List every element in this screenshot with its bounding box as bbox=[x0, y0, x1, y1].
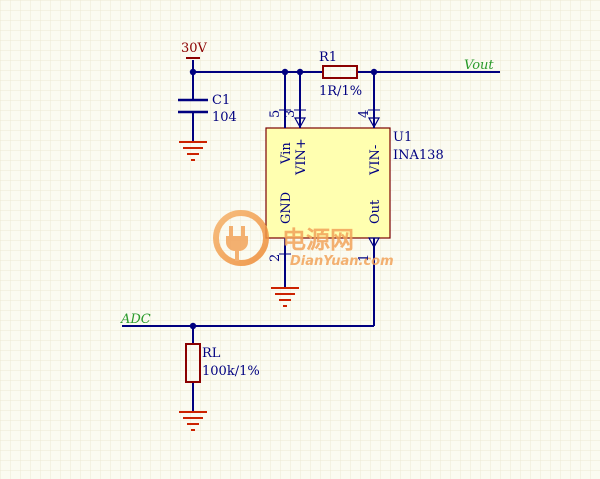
c1-value: 104 bbox=[212, 110, 237, 125]
r1-ref: R1 bbox=[319, 50, 337, 65]
junction-pin3 bbox=[296, 68, 304, 76]
pin2-number: 2 bbox=[268, 254, 283, 262]
pin3-arrow bbox=[293, 117, 307, 129]
junctions bbox=[189, 68, 378, 330]
watermark-plug-glyph bbox=[226, 226, 248, 261]
pin-ticks bbox=[279, 109, 380, 255]
pin1-number: 1 bbox=[357, 254, 372, 262]
resistor-r1-symbol bbox=[322, 65, 358, 79]
r1-value: 1R/1% bbox=[319, 84, 362, 99]
pin2-name: GND bbox=[279, 192, 294, 224]
adc-net-label: ADC bbox=[120, 312, 151, 327]
pin5-name: Vin bbox=[279, 142, 294, 165]
ic-part: INA138 bbox=[393, 148, 444, 163]
pin4-number: 4 bbox=[357, 110, 372, 118]
resistor-rl-symbol bbox=[185, 343, 201, 383]
watermark-en: DianYuan.com bbox=[290, 254, 394, 269]
capacitor-symbol bbox=[178, 98, 208, 114]
supply-label: 30V bbox=[181, 41, 208, 56]
ground-rl bbox=[179, 411, 207, 431]
ic-body bbox=[265, 127, 391, 239]
pin-arrows bbox=[293, 117, 381, 249]
watermark-cn: 电源网 bbox=[282, 226, 354, 254]
pin5-number: 5 bbox=[268, 110, 283, 118]
junction-pin5 bbox=[281, 68, 289, 76]
junction-pin4 bbox=[370, 68, 378, 76]
pin1-arrow bbox=[367, 237, 381, 249]
pin1-name: Out bbox=[368, 199, 383, 224]
junction-adc bbox=[189, 322, 197, 330]
ic-ref: U1 bbox=[393, 130, 412, 145]
c1-ref: C1 bbox=[212, 93, 230, 108]
pin4-arrow bbox=[367, 117, 381, 129]
ground-ic bbox=[271, 287, 299, 307]
junction-supply bbox=[189, 68, 197, 76]
pin4-name: VIN- bbox=[368, 145, 383, 176]
ground-c1 bbox=[179, 141, 207, 161]
pin3-number: 3 bbox=[283, 110, 298, 118]
vout-net-label: Vout bbox=[464, 58, 494, 73]
watermark-plug-icon bbox=[213, 210, 269, 266]
pin3-name: VIN+ bbox=[294, 138, 309, 176]
rl-value: 100k/1% bbox=[202, 364, 260, 379]
rl-ref: RL bbox=[202, 346, 221, 361]
watermark: 电源网 DianYuan.com bbox=[213, 210, 394, 269]
